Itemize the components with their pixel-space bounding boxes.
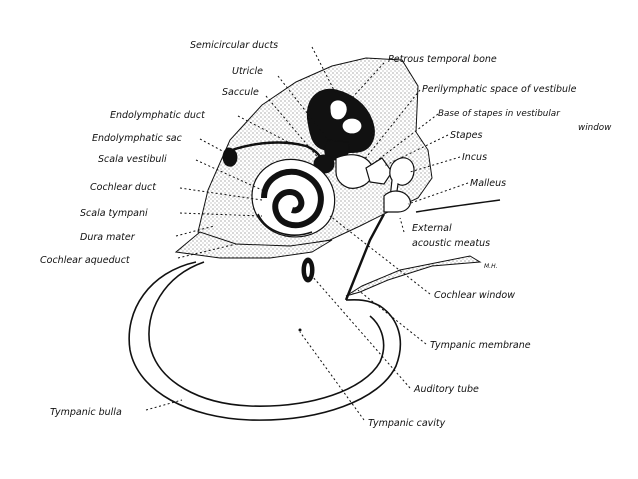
- label-malleus: Malleus: [470, 178, 506, 189]
- tympanic-bulla-inner: [148, 261, 385, 407]
- label-initials: M.H.: [484, 263, 498, 270]
- label-semicircular-ducts: Semicircular ducts: [190, 40, 278, 51]
- label-petrous-temporal-bone: Petrous temporal bone: [388, 54, 497, 65]
- leader-tympanic-membrane: [357, 289, 427, 345]
- labels: Semicircular ducts Utricle Saccule Endol…: [40, 40, 612, 429]
- external-meatus-lower: [345, 255, 482, 297]
- label-incus: Incus: [462, 152, 487, 163]
- leader-stapes: [383, 134, 449, 167]
- label-base-of-stapes-1: Base of stapes in vestibular: [438, 109, 561, 119]
- utricle-shape: [324, 139, 350, 161]
- leader-endolymphatic-duct: [237, 115, 293, 145]
- leader-cochlear-aqueduct: [177, 243, 237, 259]
- leader-dura-mater: [175, 225, 215, 237]
- tympanic-cavity-mark: [298, 328, 302, 332]
- leader-base-stapes: [369, 113, 439, 167]
- label-auditory-tube: Auditory tube: [413, 384, 479, 395]
- leader-scala-vestibuli: [195, 159, 263, 191]
- tympanic-membrane-line: [344, 213, 386, 301]
- endolymphatic-sac-shape: [222, 147, 238, 167]
- label-saccule: Saccule: [222, 87, 259, 98]
- label-endolymphatic-duct: Endolymphatic duct: [110, 110, 206, 121]
- semicircular-lumen-1: [329, 99, 348, 121]
- leader-endolymphatic-sac: [199, 138, 229, 155]
- label-cochlear-duct: Cochlear duct: [90, 182, 157, 193]
- label-utricle: Utricle: [232, 66, 263, 77]
- label-tympanic-bulla: Tympanic bulla: [50, 407, 122, 418]
- leader-lines: [145, 46, 469, 421]
- scala-tympani-line: [257, 213, 313, 236]
- label-external-2: acoustic meatus: [412, 238, 490, 249]
- malleus-shape: [383, 190, 411, 213]
- label-stapes: Stapes: [450, 130, 482, 141]
- cochlear-duct-spiral: [261, 168, 324, 229]
- leader-utricle: [277, 75, 331, 143]
- leader-scala-tympani: [179, 212, 263, 217]
- label-scala-vestibuli: Scala vestibuli: [98, 154, 167, 165]
- leader-tympanic-bulla: [145, 399, 183, 411]
- label-cochlear-window: Cochlear window: [434, 290, 515, 301]
- label-scala-tympani: Scala tympani: [80, 208, 148, 219]
- semicircular-ducts-shape: [306, 88, 375, 154]
- label-base-of-stapes-2: window: [578, 123, 612, 133]
- external-meatus-upper: [415, 199, 501, 213]
- leader-saccule: [265, 95, 321, 161]
- leader-external: [399, 217, 405, 233]
- tympanic-bulla-outline: [128, 261, 402, 421]
- cochlear-window-inner: [306, 263, 310, 277]
- label-tympanic-cavity: Tympanic cavity: [368, 418, 446, 429]
- leader-perilymphatic: [363, 89, 421, 161]
- leader-cochlear-window: [329, 215, 431, 295]
- leader-petrous: [349, 62, 385, 101]
- perilymphatic-space-shape: [335, 154, 374, 189]
- dura-layer-shape: [174, 231, 333, 259]
- leader-malleus: [407, 182, 469, 205]
- semicircular-lumen-2: [341, 117, 363, 135]
- label-external-1: External: [412, 223, 452, 234]
- leader-tympanic-cavity: [299, 331, 365, 421]
- label-cochlear-aqueduct: Cochlear aqueduct: [40, 255, 131, 266]
- label-tympanic-membrane: Tympanic membrane: [430, 340, 531, 351]
- label-dura-mater: Dura mater: [80, 232, 136, 243]
- label-perilymphatic-space: Perilymphatic space of vestibule: [422, 84, 577, 95]
- leader-cochlear-duct: [179, 187, 263, 201]
- incus-shape: [389, 157, 415, 199]
- label-endolymphatic-sac: Endolymphatic sac: [92, 133, 183, 144]
